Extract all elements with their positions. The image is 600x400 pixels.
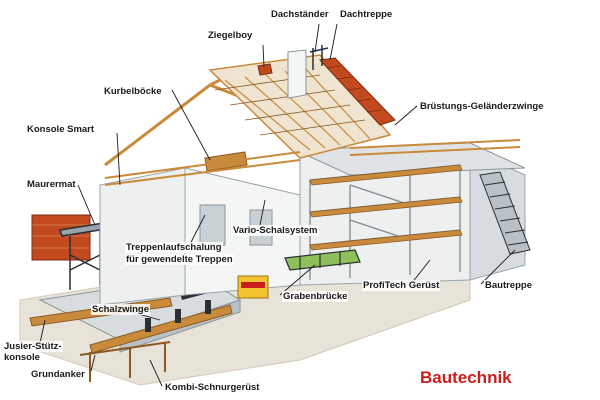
label-maurermat: Maurermat bbox=[26, 179, 77, 190]
scaffold-decks bbox=[309, 164, 463, 251]
kombi-schnurgeruest bbox=[79, 341, 171, 382]
ziegelboy bbox=[257, 63, 273, 76]
chimney bbox=[287, 49, 307, 99]
label-kombi: Kombi-Schnurgerüst bbox=[164, 382, 261, 393]
label-ziegelboy: Ziegelboy bbox=[207, 30, 254, 41]
label-dachstaender: Dachständer bbox=[270, 9, 330, 20]
label-treppenlauf-2: für gewendelte Treppen bbox=[125, 254, 234, 265]
label-kurbelboecke: Kurbelböcke bbox=[103, 86, 163, 97]
label-schalzwinge: Schalzwinge bbox=[91, 304, 151, 315]
bruestungs-rail bbox=[349, 139, 521, 156]
label-jusier-1: Jusier-Stütz- bbox=[3, 341, 63, 352]
label-jusier-2: konsole bbox=[3, 352, 41, 363]
grabenbruecke bbox=[284, 249, 361, 271]
label-vario: Vario-Schalsystem bbox=[232, 225, 319, 236]
label-bruestungs: Brüstungs-Geländerzwinge bbox=[419, 101, 545, 112]
label-treppenlauf-1: Treppenlaufschalung bbox=[125, 242, 223, 253]
window-opening bbox=[199, 204, 226, 246]
dachstaender-posts bbox=[309, 45, 329, 70]
brand-title: Bautechnik bbox=[420, 368, 512, 387]
label-dachtreppe: Dachtreppe bbox=[339, 9, 394, 20]
bautreppe-stairs bbox=[479, 171, 531, 255]
label-konsole-smart: Konsole Smart bbox=[26, 124, 96, 135]
label-grabenbruecke: Grabenbrücke bbox=[282, 291, 349, 302]
brick-wall bbox=[31, 214, 91, 261]
label-profitech: ProfiTech Gerüst bbox=[362, 280, 441, 291]
schalzwinge-clamps bbox=[145, 300, 211, 332]
label-bautreppe: Bautreppe bbox=[484, 280, 533, 291]
edge-guardrail bbox=[104, 151, 301, 186]
house-side-wall bbox=[99, 167, 186, 306]
label-grundanker: Grundanker bbox=[30, 369, 86, 380]
